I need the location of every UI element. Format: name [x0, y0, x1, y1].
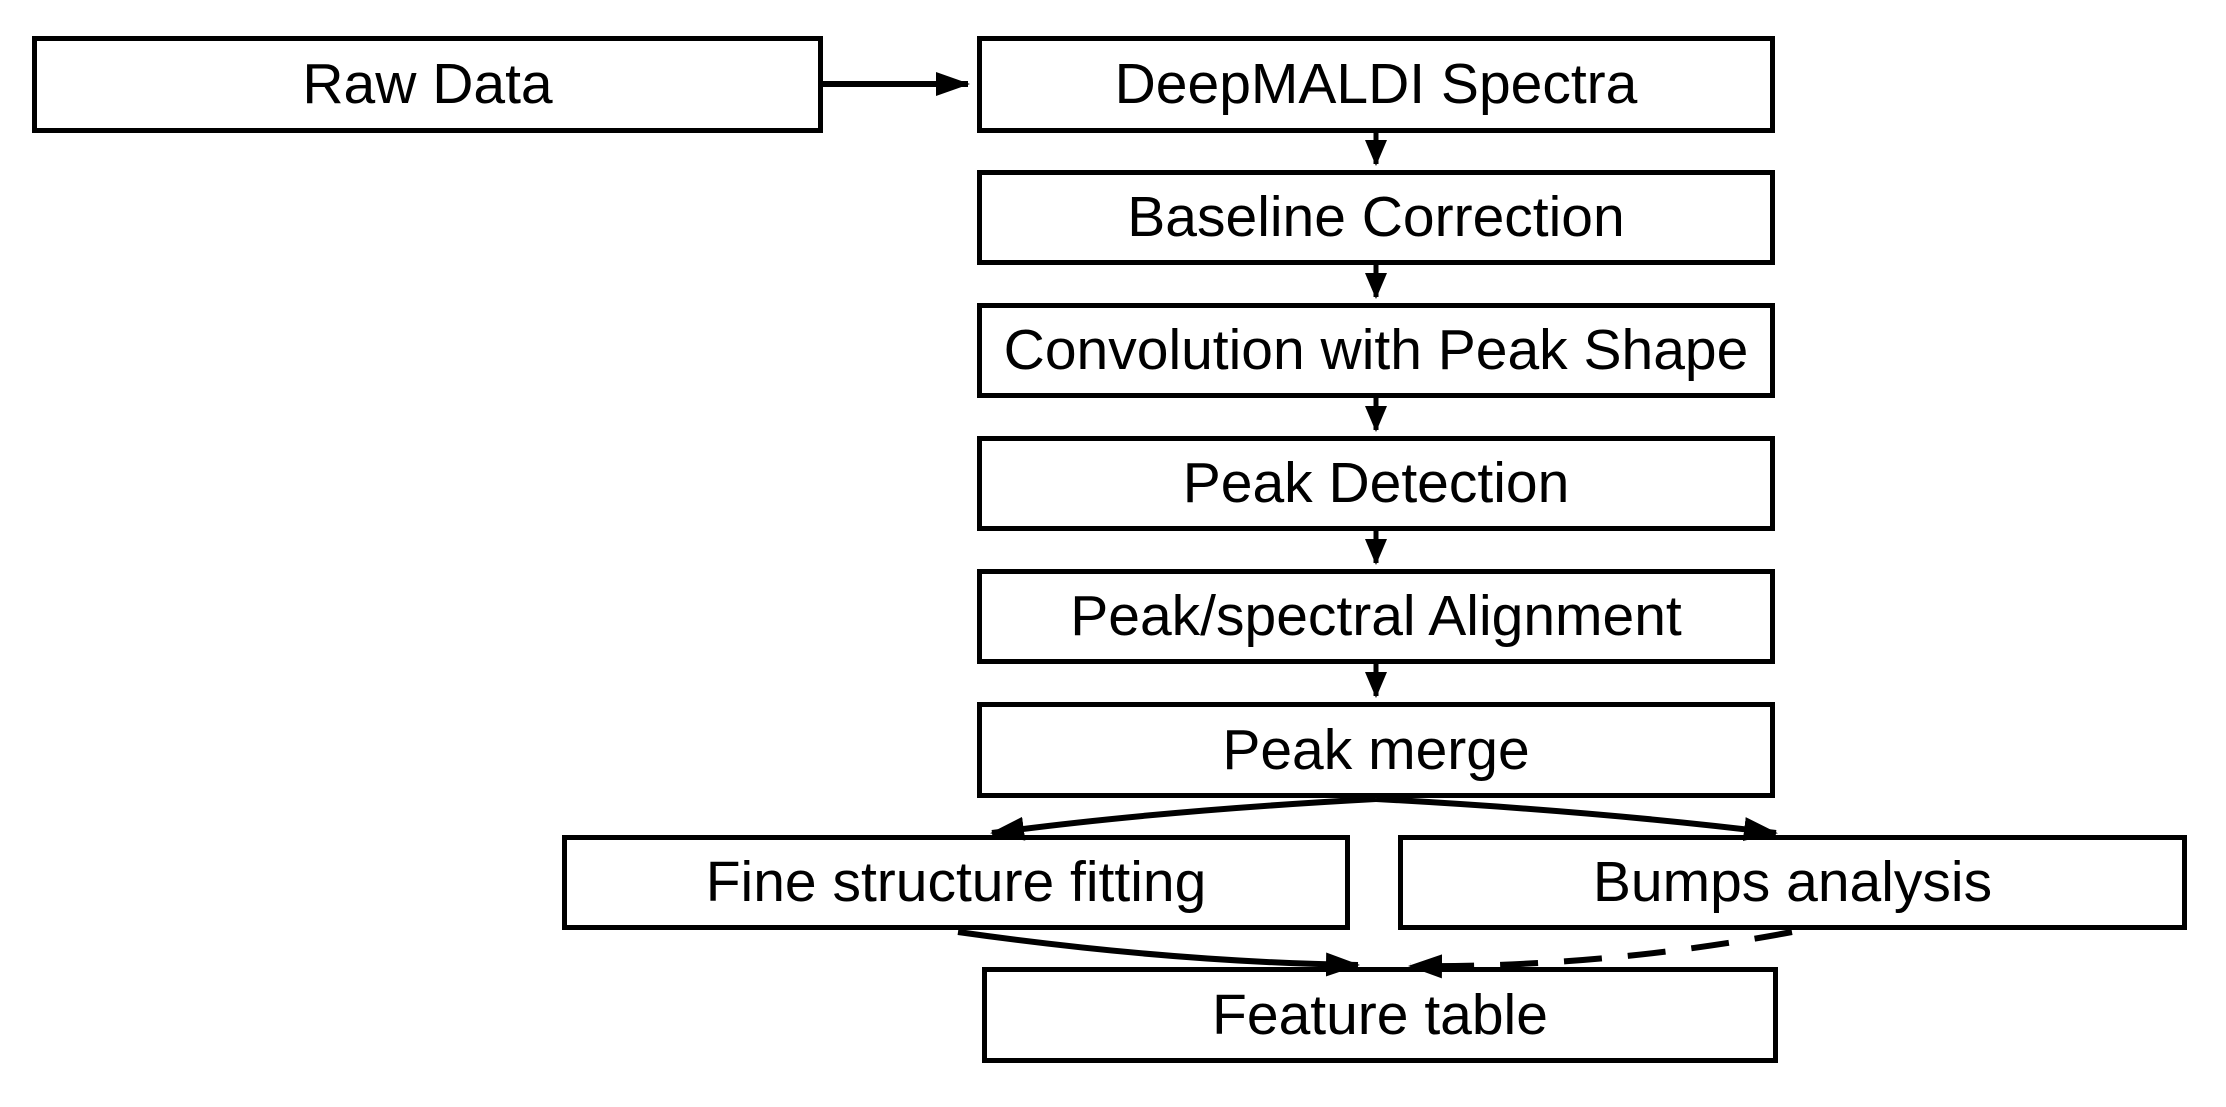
edge-bumps-to-feature-table-dashed-arrow [1408, 929, 1793, 979]
node-fine-structure-fitting-label: Fine structure fitting [705, 850, 1207, 914]
node-peak-merge-label: Peak merge [1222, 717, 1530, 782]
node-bumps-analysis: Bumps analysis [1398, 835, 2187, 930]
node-baseline-correction: Baseline Correction [977, 170, 1775, 265]
node-raw-data: Raw Data [32, 36, 823, 133]
node-peak-detection-label: Peak Detection [1182, 451, 1570, 515]
node-feature-table: Feature table [982, 967, 1778, 1063]
node-peak-spectral-alignment-label: Peak/spectral Alignment [1070, 584, 1682, 648]
node-baseline-correction-label: Baseline Correction [1127, 185, 1625, 249]
node-bumps-analysis-label: Bumps analysis [1592, 850, 1993, 914]
node-peak-spectral-alignment: Peak/spectral Alignment [977, 569, 1775, 664]
node-convolution-with-peak-shape-label: Convolution with Peak Shape [1003, 318, 1749, 382]
node-peak-detection: Peak Detection [977, 436, 1775, 531]
node-peak-merge: Peak merge [977, 702, 1775, 798]
node-convolution-with-peak-shape: Convolution with Peak Shape [977, 303, 1775, 398]
node-raw-data-label: Raw Data [302, 52, 553, 116]
node-feature-table-label: Feature table [1212, 982, 1548, 1047]
node-fine-structure-fitting: Fine structure fitting [562, 835, 1350, 930]
node-deepmaldi-spectra-label: DeepMALDI Spectra [1114, 52, 1638, 116]
edge-peak-merge-to-fine-structure-arrow [990, 796, 1377, 841]
edge-fine-structure-to-feature-table-arrow [957, 929, 1360, 977]
edge-peak-merge-to-bumps-arrow [1375, 796, 1778, 842]
node-deepmaldi-spectra: DeepMALDI Spectra [977, 36, 1775, 133]
